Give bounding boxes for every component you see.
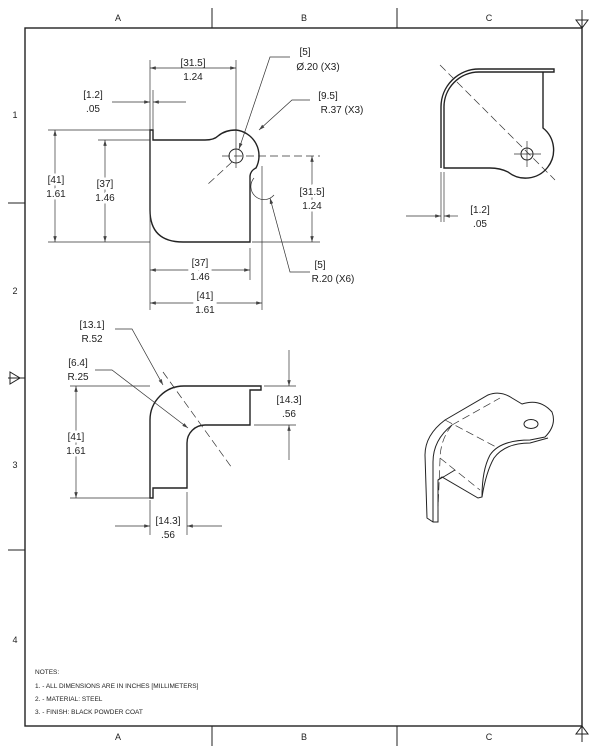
zone-row-3: 3 [12, 460, 17, 470]
flange-bottom-in: .56 [161, 530, 175, 541]
zone-col-a-bottom: A [115, 732, 121, 742]
top-thickness-mm: [1.2] [470, 205, 490, 216]
height-inner-in: 1.46 [95, 193, 115, 204]
height-outer-in: 1.61 [46, 189, 66, 200]
notes-title: NOTES: [35, 669, 59, 676]
top-thickness-in: .05 [473, 219, 487, 230]
lug-radius-in: R.37 (X3) [321, 105, 364, 116]
zone-col-b-top: B [301, 13, 307, 23]
width-outer-mm: [41] [197, 291, 214, 302]
outer-radius-in: R.52 [81, 334, 103, 345]
zone-row-4: 4 [12, 635, 17, 645]
hole-height-in: 1.24 [302, 201, 322, 212]
inner-radius-in: R.25 [67, 372, 89, 383]
zone-col-c-bottom: C [486, 732, 493, 742]
notes-block: NOTES: 1. - ALL DIMENSIONS ARE IN INCHES… [35, 669, 199, 716]
top-width-mm: [31.5] [180, 58, 205, 69]
lug-radius-mm: [9.5] [318, 91, 338, 102]
note-3: 3. - FINISH: BLACK POWDER COAT [35, 709, 143, 716]
thickness-in: .05 [86, 104, 100, 115]
side-view: [13.1] R.52 [6.4] R.25 [41] 1.61 [14.3] … [64, 320, 302, 541]
thickness-mm: [1.2] [83, 90, 103, 101]
flat-pattern-view: [5] Ø.20 (X3) [9.5] R.37 (X3) [31.5] 1.2… [44, 47, 364, 320]
zone-row-1: 1 [12, 110, 17, 120]
flange-bottom-mm: [14.3] [155, 516, 180, 527]
centering-mark-icon [575, 19, 589, 29]
zone-row-2: 2 [12, 286, 17, 296]
inner-radius-mm: [6.4] [68, 358, 88, 369]
zone-col-a-top: A [115, 13, 121, 23]
note-2: 2. - MATERIAL: STEEL [35, 696, 103, 703]
zone-labels: A B C A B C 1 2 3 4 [12, 13, 492, 742]
centering-mark-icon [9, 371, 21, 385]
flange-right-mm: [14.3] [276, 395, 301, 406]
top-view: [1.2] .05 [406, 64, 556, 230]
top-width-in: 1.24 [183, 72, 203, 83]
width-outer-in: 1.61 [195, 305, 215, 316]
iso-hole [523, 419, 539, 429]
side-height-in: 1.61 [66, 446, 86, 457]
zone-col-c-top: C [486, 13, 493, 23]
sheet-frame [8, 8, 589, 746]
height-outer-mm: [41] [48, 175, 65, 186]
side-height-mm: [41] [68, 432, 85, 443]
hole-dim-mm: [5] [299, 47, 310, 58]
isometric-view [424, 392, 554, 523]
hole-dim-in: Ø.20 (X3) [296, 62, 339, 73]
centering-mark-icon [575, 725, 589, 735]
notch-radius-mm: [5] [314, 260, 325, 271]
zone-col-b-bottom: B [301, 732, 307, 742]
hole-height-mm: [31.5] [299, 187, 324, 198]
outer-radius-mm: [13.1] [79, 320, 104, 331]
width-inner-in: 1.46 [190, 272, 210, 283]
note-1: 1. - ALL DIMENSIONS ARE IN INCHES [MILLI… [35, 683, 199, 690]
width-inner-mm: [37] [192, 258, 209, 269]
height-inner-mm: [37] [97, 179, 114, 190]
flange-right-in: .56 [282, 409, 296, 420]
notch-radius-in: R.20 (X6) [312, 274, 355, 285]
